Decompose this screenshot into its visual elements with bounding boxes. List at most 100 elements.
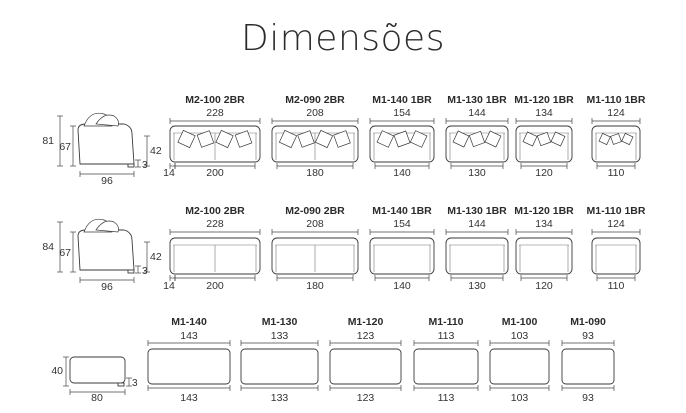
- ottoman-top-view: [413, 348, 479, 385]
- overall-width-value: 228: [206, 107, 224, 119]
- ottoman-foot: [117, 382, 125, 387]
- seat-width-dimension: [374, 163, 430, 169]
- sofa-outline: [591, 125, 641, 163]
- seat-width-value: 140: [393, 167, 411, 179]
- module-code: M2-090 2BR: [285, 94, 345, 106]
- overall-width-value: 124: [607, 218, 625, 230]
- ottoman-side-body: [69, 356, 126, 384]
- height-dimension: [57, 221, 63, 273]
- module-code: M1-120 1BR: [514, 94, 574, 106]
- overall-width-dimension: [147, 340, 231, 346]
- seat-width-value: 110: [608, 280, 625, 292]
- leg-height-dimension: [144, 135, 150, 167]
- seat-width-value: 113: [438, 392, 455, 404]
- module-code: M1-130 1BR: [447, 205, 507, 217]
- seat-width-dimension: [276, 275, 354, 281]
- leg-height-value: 42: [150, 145, 162, 157]
- sofa-top-view: [369, 125, 435, 163]
- pillow: [314, 129, 334, 149]
- overall-width-dimension: [561, 340, 615, 346]
- arm-width-dimension: [169, 163, 176, 169]
- depth-value: 96: [101, 175, 113, 187]
- overall-width-value: 208: [306, 107, 324, 119]
- pillow: [484, 130, 502, 148]
- module-code: M1-120 1BR: [514, 205, 574, 217]
- seat-width-dimension: [450, 275, 504, 281]
- overall-width-dimension: [369, 118, 435, 124]
- seat-width-value: 140: [393, 280, 411, 292]
- overall-width-dimension: [445, 118, 509, 124]
- seat-width-value: 103: [511, 392, 529, 404]
- seat-width-dimension: [240, 385, 319, 391]
- foot-dimension: [135, 159, 141, 168]
- cushion-side: [95, 220, 119, 233]
- height-value: 84: [42, 241, 54, 253]
- pillow: [409, 130, 428, 148]
- overall-width-value: 143: [180, 330, 198, 342]
- seat-width-dimension: [450, 163, 504, 169]
- pillow: [452, 130, 470, 148]
- ottoman-foot-value: 3: [132, 378, 138, 389]
- seat-width-dimension: [413, 385, 479, 391]
- module-code: M1-090: [570, 316, 606, 328]
- seat-width-value: 180: [306, 280, 324, 292]
- foot-value: 3: [142, 266, 148, 277]
- overall-width-value: 144: [468, 107, 486, 119]
- overall-width-value: 154: [393, 218, 411, 230]
- pillow: [177, 129, 196, 149]
- depth-value: 96: [101, 281, 113, 293]
- seat-width-dimension: [596, 275, 636, 281]
- depth-dimension: [79, 277, 135, 283]
- seat-width-value: 120: [535, 167, 553, 179]
- module-code: M2-090 2BR: [285, 205, 345, 217]
- seat-height-value: 67: [59, 141, 71, 153]
- pillow: [196, 130, 215, 148]
- seat-width-value: 200: [206, 280, 224, 292]
- ottoman-height-dimension: [63, 356, 69, 387]
- foot-value: 3: [142, 160, 148, 171]
- seat-width-value: 180: [306, 167, 324, 179]
- sofa-foot: [127, 163, 135, 168]
- seat-width-value: 130: [468, 280, 486, 292]
- sofa-top-view: [591, 237, 641, 275]
- module-code: M1-110: [428, 316, 463, 328]
- module-code: M1-110 1BR: [587, 205, 646, 217]
- overall-width-value: 134: [535, 218, 553, 230]
- pillow: [550, 131, 566, 147]
- seat-width-dimension: [561, 385, 615, 391]
- overall-width-dimension: [489, 340, 550, 346]
- overall-width-value: 124: [607, 107, 625, 119]
- arm-width-value: 14: [163, 167, 175, 179]
- module-code: M1-130: [262, 316, 298, 328]
- sofa-top-view: [169, 125, 261, 163]
- sofa-top-view: [369, 237, 435, 275]
- arm-width-value: 14: [163, 280, 175, 292]
- overall-width-dimension: [240, 340, 319, 346]
- pillow: [393, 130, 411, 148]
- pillow: [215, 129, 234, 149]
- ottoman-top-view: [147, 348, 231, 385]
- overall-width-value: 93: [582, 330, 594, 342]
- overall-width-value: 103: [511, 330, 529, 342]
- overall-width-value: 154: [393, 107, 411, 119]
- sofa-top-view: [515, 237, 573, 275]
- sofa-top-view: [271, 125, 359, 163]
- ottoman-top-view: [329, 348, 402, 385]
- overall-width-value: 144: [468, 218, 486, 230]
- overall-width-dimension: [445, 229, 509, 235]
- module-code: M1-110 1BR: [587, 94, 646, 106]
- sofa-top-view: [445, 237, 509, 275]
- sofa-top-view: [271, 237, 359, 275]
- seat-width-dimension: [276, 163, 354, 169]
- overall-width-value: 113: [438, 330, 455, 342]
- sofa-top-view: [591, 125, 641, 163]
- height-dimension: [57, 115, 63, 167]
- pillow: [468, 130, 486, 148]
- cushion-side: [95, 114, 119, 127]
- seat-width-dimension: [489, 385, 550, 391]
- sofa-top-view: [445, 125, 509, 163]
- ottoman-depth-value: 80: [91, 392, 103, 404]
- overall-width-dimension: [271, 118, 359, 124]
- seat-width-value: 130: [468, 167, 486, 179]
